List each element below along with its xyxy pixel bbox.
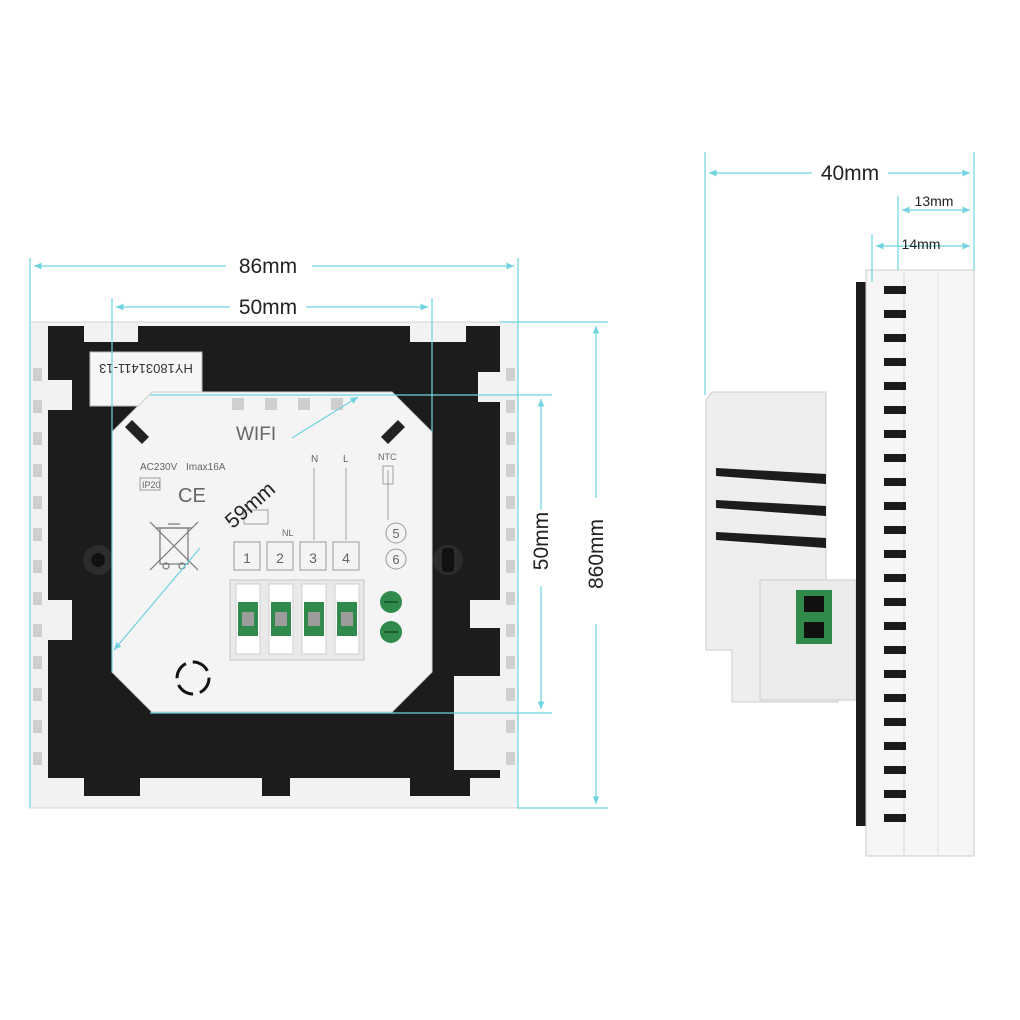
side-cover-vents — [884, 286, 906, 822]
frame-vents-left — [33, 368, 42, 765]
plate-cutout-right — [454, 676, 500, 768]
sensor-symbol-icon — [382, 465, 394, 485]
terminal-number-3: 3 — [309, 550, 317, 566]
side-view: 40mm 13mm 14mm — [704, 152, 975, 857]
frame-vents-right — [506, 368, 515, 765]
mounting-holes — [83, 545, 463, 575]
terminal-number-4: 4 — [342, 550, 350, 566]
wifi-label: WIFI — [236, 424, 276, 445]
module-width-label: 50mm — [239, 296, 297, 319]
ntc-terminal-numbers: 5 6 — [385, 522, 407, 570]
front-view: HY18031411-13 WIFI AC230V Imax16A IP20 C… — [29, 255, 608, 809]
front-dimension-lines — [29, 258, 608, 809]
terminal-number-1: 1 — [243, 550, 251, 566]
module-corner-slots — [124, 419, 406, 445]
ntc-terminal-screws — [380, 591, 402, 643]
front-height-label: 860mm — [585, 519, 608, 589]
module-top-slots — [232, 398, 343, 410]
rear-housing-vents — [716, 468, 826, 548]
module-height-label: 50mm — [530, 512, 553, 570]
l-label: L — [343, 454, 349, 465]
n-label: N — [311, 454, 318, 465]
side-depth-label: 40mm — [821, 162, 879, 185]
terminal-number-row: 1 2 3 4 — [233, 541, 360, 571]
terminal-number-2: 2 — [276, 550, 284, 566]
ntc-label: NTC — [378, 452, 397, 462]
side-dimension-lines — [704, 152, 975, 395]
crossed-bin-icon — [149, 521, 199, 571]
ce-mark: CE — [178, 485, 206, 507]
terminal-block — [229, 579, 365, 661]
current-label: Imax16A — [186, 462, 226, 473]
wiring-schematic — [243, 468, 389, 540]
front-width-label: 86mm — [239, 255, 297, 278]
ntc-number-5: 5 — [392, 526, 399, 541]
inner-thickness-label: 14mm — [902, 236, 941, 252]
nl-label: NL — [282, 528, 294, 538]
side-terminal — [796, 590, 832, 644]
ntc-number-6: 6 — [392, 552, 399, 567]
voltage-label: AC230V — [140, 462, 178, 473]
sticker-code: HY18031411-13 — [99, 361, 193, 376]
ip-box — [139, 477, 161, 491]
side-front-cover — [865, 269, 975, 857]
outer-thickness-label: 13mm — [915, 193, 954, 209]
ip-rating-label: IP20 — [142, 480, 161, 490]
ring-icon — [175, 660, 211, 696]
